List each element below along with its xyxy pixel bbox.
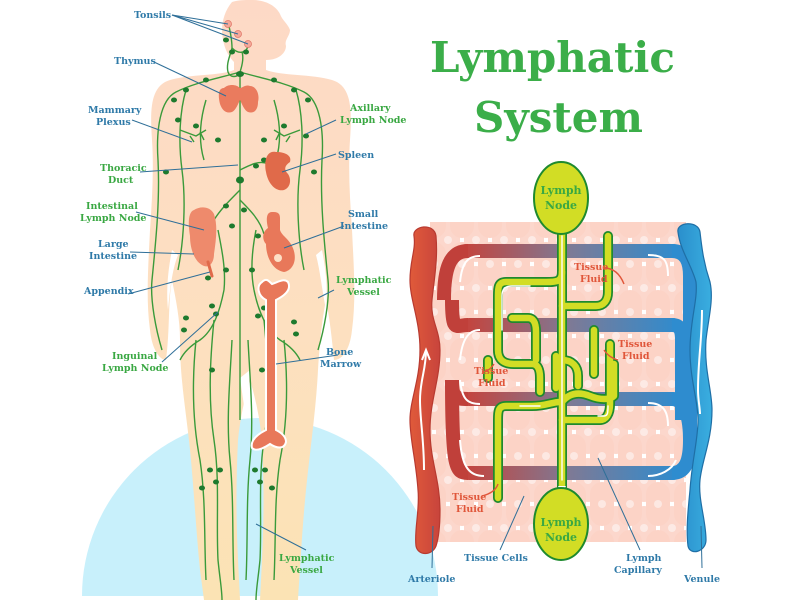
arteriole-arrow [418, 349, 427, 471]
tissue-fluid-labels: Tissue Fluid Tissue Fluid Tissue Fluid T… [452, 262, 652, 515]
tissue-fluid-2-line1: Tissue [474, 366, 508, 377]
top-node-label-line2: Node [545, 199, 577, 212]
title-line2: System [474, 93, 643, 142]
tissue-fluid-3-line2: Fluid [622, 351, 650, 362]
label-inguinal-line2: Lymph Node [102, 363, 168, 374]
body-illustration [82, 0, 438, 600]
label-axillary-line1: Axillary [349, 103, 391, 114]
label-thoracic-line1: Thoracic [100, 163, 147, 174]
title-line1: Lymphatic [430, 33, 675, 82]
tissue-fluid-4-line2: Fluid [456, 504, 484, 515]
label-large-intestine-line1: Large [98, 239, 129, 250]
bottom-lymph-node: Lymph Node [533, 487, 589, 561]
label-bone-marrow-line2: Marrow [320, 359, 362, 370]
small-intestine-loop [274, 254, 282, 262]
arteriole-arrowhead [421, 347, 431, 361]
label-thymus: Thymus [114, 56, 156, 67]
femur-bone [250, 278, 290, 451]
lymph-capillaries [483, 224, 619, 503]
label-inguinal-line1: Inguinal [112, 351, 158, 362]
label-lymph-vessel-upper-line1: Lymphatic [336, 275, 392, 286]
label-intestinal-line2: Lymph Node [80, 213, 146, 224]
label-lymph-capillary-line2: Capillary [614, 565, 662, 576]
top-lymph-node: Lymph Node [533, 161, 589, 235]
capillary-diagram: Lymph Node Lymph Node Tissue Fluid Tissu… [407, 161, 720, 585]
bottom-node-label-line2: Node [545, 531, 577, 544]
body-leader-lines [127, 14, 345, 551]
tissue-fluid-1-line1: Tissue [574, 262, 608, 273]
venule-arrow [696, 309, 703, 415]
appendix-organ [206, 260, 214, 278]
small-intestine-organ [263, 212, 295, 272]
label-tissue-cells: Tissue Cells [464, 553, 528, 564]
label-small-intestine-line2: Intestine [340, 221, 388, 232]
thymus-organ [218, 85, 259, 113]
body-labels: Tonsils Thymus Mammary Plexus Thoracic D… [80, 10, 406, 576]
label-mammary-line2: Plexus [96, 117, 131, 128]
label-lymph-capillary-line1: Lymph [626, 553, 662, 564]
tissue-fluid-1-line2: Fluid [580, 274, 608, 285]
label-lymph-vessel-upper-line2: Vessel [346, 287, 380, 298]
large-intestine-organ [188, 207, 217, 267]
label-lymph-vessel-lower-line2: Vessel [289, 565, 323, 576]
label-thoracic-line2: Duct [108, 175, 134, 186]
label-venule: Venule [683, 574, 720, 585]
tissue-fluid-arrows [481, 267, 625, 497]
tissue-fluid-4-line1: Tissue [452, 492, 486, 503]
label-large-intestine-line2: Intestine [89, 251, 137, 262]
label-bone-marrow-line1: Bone [326, 347, 353, 358]
spleen-organ [265, 151, 291, 191]
top-node-label-line1: Lymph [540, 184, 581, 197]
venule-vessel [677, 223, 713, 553]
tissue-fluid-2-line2: Fluid [478, 378, 506, 389]
capillary-leader-lines [431, 457, 703, 569]
left-arm-gap [167, 250, 178, 310]
label-lymph-vessel-lower-line1: Lymphatic [279, 553, 335, 564]
bottom-node-label-line1: Lymph [540, 516, 581, 529]
label-appendix: Appendix [83, 286, 134, 297]
tissue-fluid-3-line1: Tissue [618, 339, 652, 350]
label-axillary-line2: Lymph Node [340, 115, 406, 126]
label-mammary-line1: Mammary [88, 105, 142, 116]
label-small-intestine-line1: Small [348, 209, 379, 220]
label-intestinal-line1: Intestinal [86, 201, 138, 212]
label-spleen: Spleen [338, 150, 374, 161]
leg-gap [240, 370, 250, 420]
arteriole-vessel [409, 226, 441, 555]
label-tonsils: Tonsils [134, 10, 171, 21]
body-silhouette [147, 0, 355, 600]
label-arteriole: Arteriole [407, 574, 455, 585]
